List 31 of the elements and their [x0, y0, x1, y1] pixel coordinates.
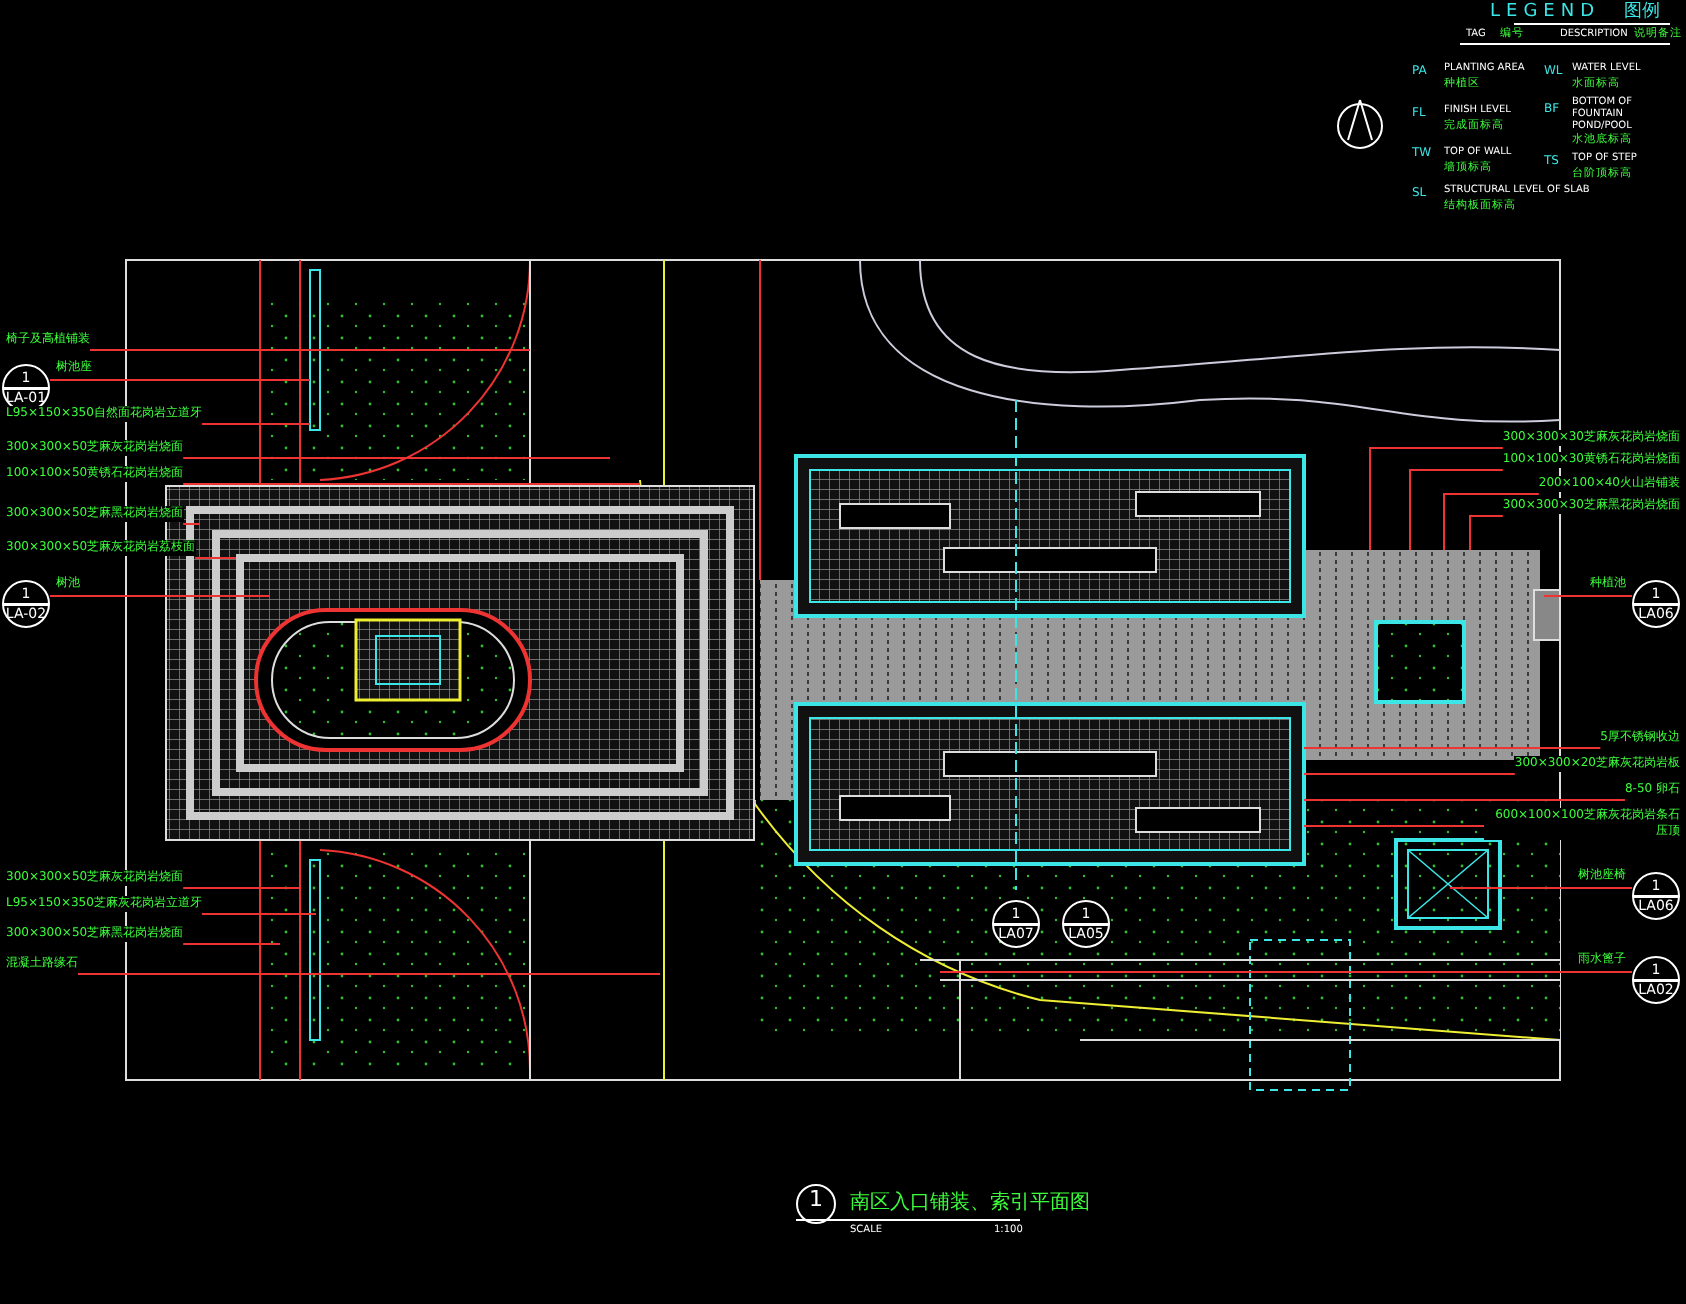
leader-line: [182, 523, 201, 525]
leader-line: [1409, 469, 1504, 551]
leader-line: [1449, 887, 1633, 889]
callout-symbol: [1632, 956, 1680, 1004]
drawing-title: 南区入口铺装、索引平面图: [850, 1192, 1090, 1216]
callout-symbol: [1632, 872, 1680, 920]
leader-line: [1369, 447, 1504, 551]
leader-line: [49, 379, 311, 381]
leader-line: [1303, 825, 1485, 827]
legend-heading: 图例: [1624, 2, 1660, 22]
leader-line: [182, 887, 301, 889]
leader-line: [182, 943, 281, 945]
leader-line: [1543, 595, 1633, 597]
leader-line: [1303, 799, 1626, 801]
leader-line: [77, 973, 661, 975]
leader-line: [182, 483, 641, 485]
callout-symbol: [796, 1184, 836, 1224]
callout-symbol: [2, 580, 50, 628]
leader-line: [182, 457, 611, 459]
callout-number: 1: [807, 1192, 825, 1208]
leader-line: [939, 971, 1633, 973]
leader-line: [1443, 493, 1540, 551]
leader-line: [89, 349, 531, 351]
leader-line: [200, 913, 317, 915]
leader-line: [194, 557, 237, 559]
leader-line: [1303, 747, 1602, 749]
callout-symbol: [1632, 580, 1680, 628]
leader-line: [49, 595, 271, 597]
leader-line: [1469, 515, 1504, 551]
leader-line: [200, 423, 311, 425]
leader-line: [1303, 773, 1516, 775]
